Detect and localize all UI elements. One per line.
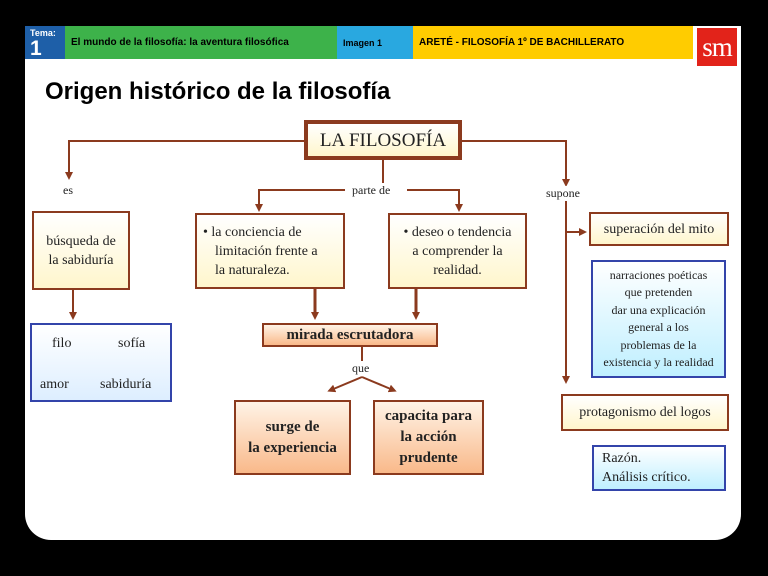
image-label: Imagen 1 <box>337 26 413 59</box>
conciencia-line-1: • la conciencia de <box>203 224 302 240</box>
line-root-es <box>65 140 305 180</box>
conciencia-box: • la conciencia de limitación frente a l… <box>195 213 345 289</box>
connector-parte-de: parte de <box>350 183 393 198</box>
deseo-line-3: realidad. <box>433 262 482 278</box>
protagonismo-label: protagonismo del logos <box>579 405 711 420</box>
busqueda-box: búsqueda de la sabiduría <box>32 211 130 290</box>
mirada-label: mirada escrutadora <box>286 326 414 343</box>
line-que-left <box>327 376 363 393</box>
tema-number: 1 <box>30 37 42 60</box>
slide: Tema: 1 El mundo de la filosofía: la ave… <box>25 26 741 540</box>
deseo-line-2: a comprender la <box>412 243 503 259</box>
root-node: LA FILOSOFÍA <box>305 121 461 159</box>
narraciones-line-5: problemas de la <box>620 337 697 352</box>
word-sofia: sofía <box>118 336 146 351</box>
connector-es: es <box>61 183 75 198</box>
page-title: Origen histórico de la filosofía <box>45 78 391 105</box>
surge-line-1: surge de <box>265 418 320 435</box>
narraciones-line-6: existencia y la realidad <box>603 355 714 369</box>
sm-logo: sm <box>697 28 737 66</box>
tema-label: Tema: <box>30 28 56 38</box>
tema-badge: Tema: 1 <box>25 26 65 59</box>
mirada-box: mirada escrutadora <box>262 323 438 347</box>
etymology-box: filo amor sofía sabiduría <box>30 323 172 402</box>
connector-lines <box>54 140 587 393</box>
busqueda-line-1: búsqueda de <box>46 233 116 249</box>
connector-que: que <box>350 361 372 376</box>
razon-line-2: Análisis crítico. <box>602 470 691 485</box>
line-que-right <box>361 376 397 393</box>
line-root-supone <box>461 140 570 187</box>
deseo-box: • deseo o tendencia a comprender la real… <box>388 213 527 289</box>
protagonismo-box: protagonismo del logos <box>561 394 729 431</box>
conciencia-line-3: la naturaleza. <box>215 262 290 278</box>
razon-box: Razón. Análisis crítico. <box>592 445 726 491</box>
word-filo: filo <box>52 336 72 351</box>
capacita-line-2: la acción <box>400 429 457 445</box>
word-sabiduria: sabiduría <box>100 377 152 392</box>
line-parte-right <box>407 189 463 212</box>
narraciones-line-1: narraciones poéticas <box>609 267 708 282</box>
root-label: LA FILOSOFÍA <box>319 129 447 151</box>
busqueda-line-2: la sabiduría <box>48 252 114 268</box>
capacita-line-1: capacita para <box>384 408 473 424</box>
surge-line-2: la experiencia <box>248 439 337 456</box>
connector-supone: supone <box>544 186 582 201</box>
book-title: ARETÉ - FILOSOFÍA 1º DE BACHILLERATO <box>413 26 693 59</box>
superacion-box: superación del mito <box>589 212 729 246</box>
deseo-line-1: • deseo o tendencia <box>403 224 512 240</box>
topic-bar: El mundo de la filosofía: la aventura fi… <box>65 26 337 59</box>
razon-line-1: Razón. <box>602 451 642 466</box>
capacita-line-3: prudente <box>399 450 458 466</box>
surge-box: surge de la experiencia <box>234 400 351 475</box>
conciencia-line-2: limitación frente a <box>215 243 318 259</box>
narraciones-line-4: general a los <box>628 320 689 334</box>
superacion-label: superación del mito <box>603 221 715 237</box>
line-parte-left <box>255 189 345 212</box>
word-amor: amor <box>40 377 69 392</box>
narraciones-box: narraciones poéticas que pretenden dar u… <box>591 260 726 378</box>
capacita-box: capacita para la acción prudente <box>373 400 484 475</box>
narraciones-line-2: que pretenden <box>624 285 693 299</box>
narraciones-line-3: dar una explicación <box>611 302 706 317</box>
